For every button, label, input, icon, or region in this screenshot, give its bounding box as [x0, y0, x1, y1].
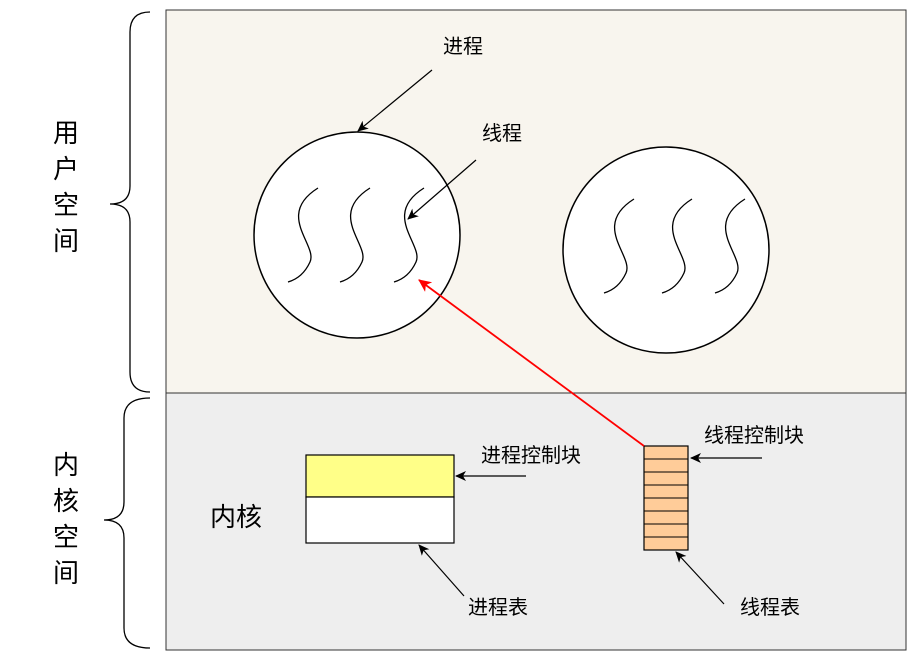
- kernel-space-char-2: 核: [53, 487, 79, 517]
- process-label: 进程: [443, 34, 483, 58]
- thread-curve-5: [661, 198, 693, 294]
- pcb-label: 进程控制块: [481, 443, 581, 467]
- kernel-space-brace: [103, 397, 151, 649]
- process-circle-1: [253, 131, 461, 339]
- thread-curve-6: [714, 198, 746, 294]
- tcb-to-thread-arrow: [418, 279, 645, 447]
- process-arrow: [357, 69, 433, 132]
- user-space-char-4: 间: [53, 227, 79, 257]
- thread-label: 线程: [482, 121, 522, 145]
- user-space-char-1: 用: [53, 119, 79, 149]
- process-table-arrow: [418, 544, 465, 597]
- user-space-brace: [109, 11, 151, 393]
- kernel-space-char-4: 间: [53, 559, 79, 589]
- thread-table-arrow: [675, 551, 725, 605]
- process-circle-2: [562, 146, 770, 354]
- process-control-block: [305, 454, 455, 498]
- process-table-label: 进程表: [468, 595, 528, 619]
- thread-curve-4: [603, 198, 635, 294]
- process-table: [305, 496, 455, 544]
- user-space-char-3: 空: [53, 191, 79, 221]
- kernel-label: 内核: [210, 503, 262, 533]
- thread-table: [643, 445, 689, 551]
- tcb-label: 线程控制块: [704, 423, 804, 447]
- kernel-space-char-1: 内: [53, 451, 79, 481]
- thread-curve-2: [339, 187, 371, 283]
- kernel-space-region: [165, 392, 907, 651]
- thread-arrow: [407, 159, 477, 220]
- user-space-char-2: 户: [53, 155, 79, 185]
- thread-curve-3: [393, 187, 425, 283]
- kernel-space-char-3: 空: [53, 523, 79, 553]
- thread-table-label: 线程表: [740, 595, 800, 619]
- thread-curve-1: [287, 187, 319, 283]
